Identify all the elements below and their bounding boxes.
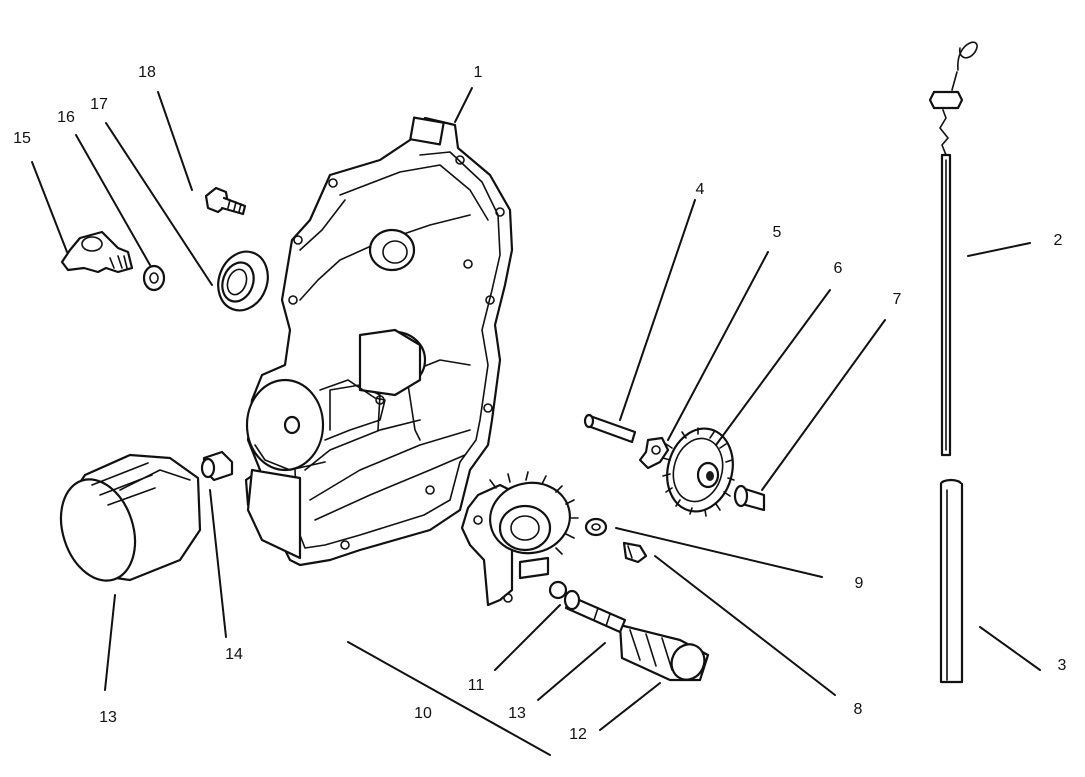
leader-10 — [347, 641, 551, 756]
callout-5: 5 — [773, 224, 782, 241]
callout-numbers: 1 2 3 4 5 6 7 8 9 10 11 12 13 13 14 15 1… — [13, 64, 1066, 743]
leader-9 — [615, 527, 823, 578]
leader-18 — [157, 91, 193, 191]
pickup-tube — [563, 589, 627, 634]
shoulder-bolt — [733, 484, 766, 512]
leader-14 — [209, 489, 227, 638]
callout-1: 1 — [474, 64, 483, 81]
drain-plug — [200, 450, 234, 482]
callout-8: 8 — [854, 701, 863, 718]
callout-18: 18 — [138, 64, 156, 81]
callout-7: 7 — [893, 291, 902, 308]
leader-lines — [31, 87, 1041, 756]
o-ring — [548, 580, 568, 600]
thrust-washer — [638, 436, 670, 470]
bolt — [204, 186, 247, 216]
oil-filter — [59, 453, 202, 582]
leader-11 — [494, 604, 561, 671]
oil-seal — [217, 250, 269, 312]
elbow-fitting — [60, 230, 134, 274]
pin — [583, 413, 637, 444]
callout-13-pickup: 13 — [508, 705, 526, 722]
leader-3 — [979, 626, 1041, 671]
leader-4 — [619, 199, 696, 421]
leader-1 — [454, 87, 473, 123]
leader-15 — [31, 161, 68, 253]
callout-10: 10 — [414, 705, 432, 722]
leader-17 — [105, 122, 213, 286]
callout-9: 9 — [855, 575, 864, 592]
gear-case-cover — [244, 116, 514, 567]
leader-13b — [537, 642, 606, 701]
callout-17: 17 — [90, 96, 108, 113]
oil-pump-assembly — [460, 471, 579, 607]
callout-14: 14 — [225, 646, 243, 663]
governor-gear — [662, 427, 735, 517]
callout-13-filter: 13 — [99, 709, 117, 726]
leader-16 — [75, 134, 151, 266]
callout-6: 6 — [834, 260, 843, 277]
screw — [622, 541, 648, 564]
callout-4: 4 — [696, 181, 705, 198]
oil-pickup-screen — [618, 623, 710, 682]
leader-6 — [715, 289, 831, 446]
leader-8 — [654, 555, 836, 696]
leader-12 — [599, 682, 661, 731]
leader-7 — [761, 319, 886, 491]
callout-11: 11 — [468, 677, 485, 694]
small-washer — [584, 517, 608, 537]
callout-16: 16 — [57, 109, 75, 126]
dipstick-tube — [939, 478, 964, 684]
callout-2: 2 — [1054, 232, 1063, 249]
dipstick — [928, 41, 978, 457]
callout-12: 12 — [569, 726, 587, 743]
callout-3: 3 — [1058, 657, 1067, 674]
leader-5 — [667, 251, 769, 441]
callout-15: 15 — [13, 130, 31, 147]
leader-13a — [104, 594, 116, 691]
leader-2 — [967, 242, 1031, 257]
washer — [142, 264, 166, 292]
